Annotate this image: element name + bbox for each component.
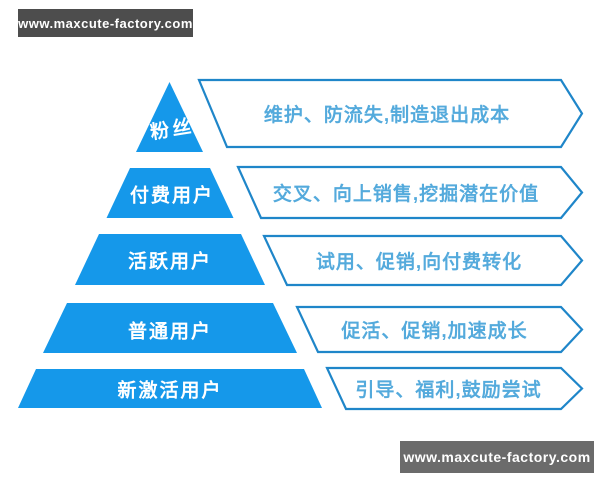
level-5-label: 新激活用户 bbox=[117, 380, 223, 402]
level-3-label: 活跃用户 bbox=[127, 251, 213, 273]
strategy-box-1-shape bbox=[197, 78, 584, 149]
strategy-box-2-text: 交叉、向上销售,挖掘潜在价值 bbox=[272, 184, 540, 205]
pyramid-level-4-shape bbox=[43, 303, 297, 353]
level-2-label: 付费用户 bbox=[129, 185, 215, 207]
strategy-box-2-shape bbox=[236, 165, 584, 220]
strategy-box-3-text: 试用、促销,向付费转化 bbox=[315, 252, 523, 273]
level-4-label: 普通用户 bbox=[127, 321, 213, 343]
watermark-top-left: www.maxcute-factory.com bbox=[18, 9, 193, 37]
watermark-bottom-right: www.maxcute-factory.com bbox=[400, 441, 594, 473]
strategy-box-1-text: 维护、防流失,制造退出成本 bbox=[263, 105, 511, 126]
pyramid-level-2-shape bbox=[106, 168, 234, 218]
strategy-box-5-text: 引导、福利,鼓励尝试 bbox=[355, 380, 542, 401]
pyramid-level-3-shape bbox=[75, 234, 265, 285]
pyramid-level-1-shape bbox=[136, 82, 203, 152]
strategy-box-4-shape bbox=[295, 305, 584, 354]
pyramid-level-5-shape bbox=[18, 369, 322, 408]
strategy-box-4-text: 促活、促销,加速成长 bbox=[341, 321, 528, 342]
strategy-box-3-shape bbox=[262, 234, 584, 287]
strategy-box-5-shape bbox=[325, 366, 584, 411]
